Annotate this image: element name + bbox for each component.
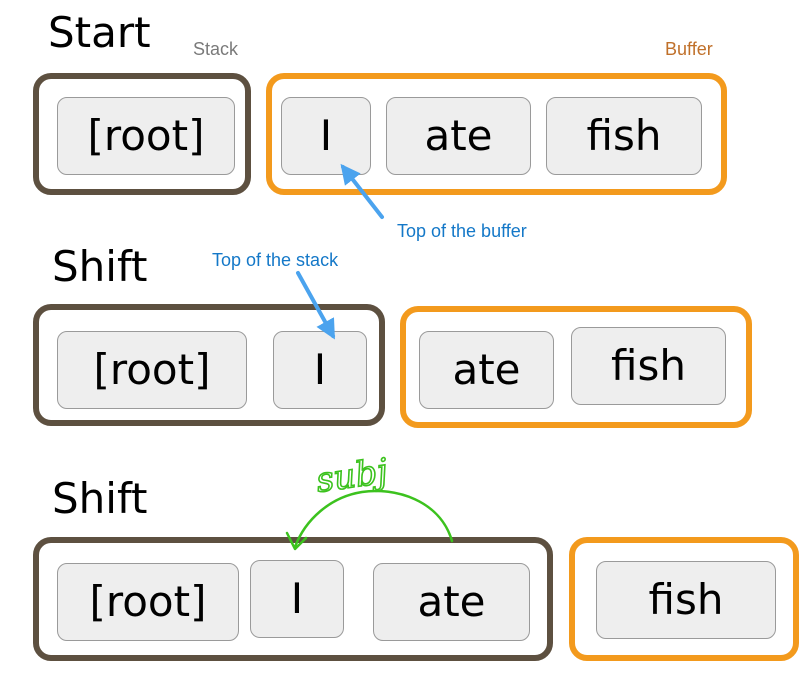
step-3-stack-token-ate: ate (373, 563, 530, 641)
step-1-stack-token-root: [root] (57, 97, 235, 175)
step-3-title: Shift (52, 474, 148, 523)
step-3-stack-token-i: I (250, 560, 344, 638)
step-1-buffer-token-ate: ate (386, 97, 531, 175)
step-3-stack-token-root: [root] (57, 563, 239, 641)
top-of-stack-annotation: Top of the stack (212, 250, 339, 270)
step-2-buffer-token-ate: ate (419, 331, 554, 409)
step-1-buffer-token-i: I (281, 97, 371, 175)
buffer-label: Buffer (665, 39, 713, 59)
step-3-buffer-token-fish: fish (596, 561, 776, 639)
top-of-buffer-annotation: Top of the buffer (397, 221, 527, 241)
step-2-stack-token-i: I (273, 331, 367, 409)
step-2-stack-token-root: [root] (57, 331, 247, 409)
stack-label: Stack (193, 39, 239, 59)
step-2-title: Shift (52, 242, 148, 291)
step-1-buffer-token-fish: fish (546, 97, 702, 175)
arc-label: subj (314, 451, 391, 501)
step-1-title: Start (48, 8, 151, 57)
step-2-buffer-token-fish: fish (571, 327, 726, 405)
